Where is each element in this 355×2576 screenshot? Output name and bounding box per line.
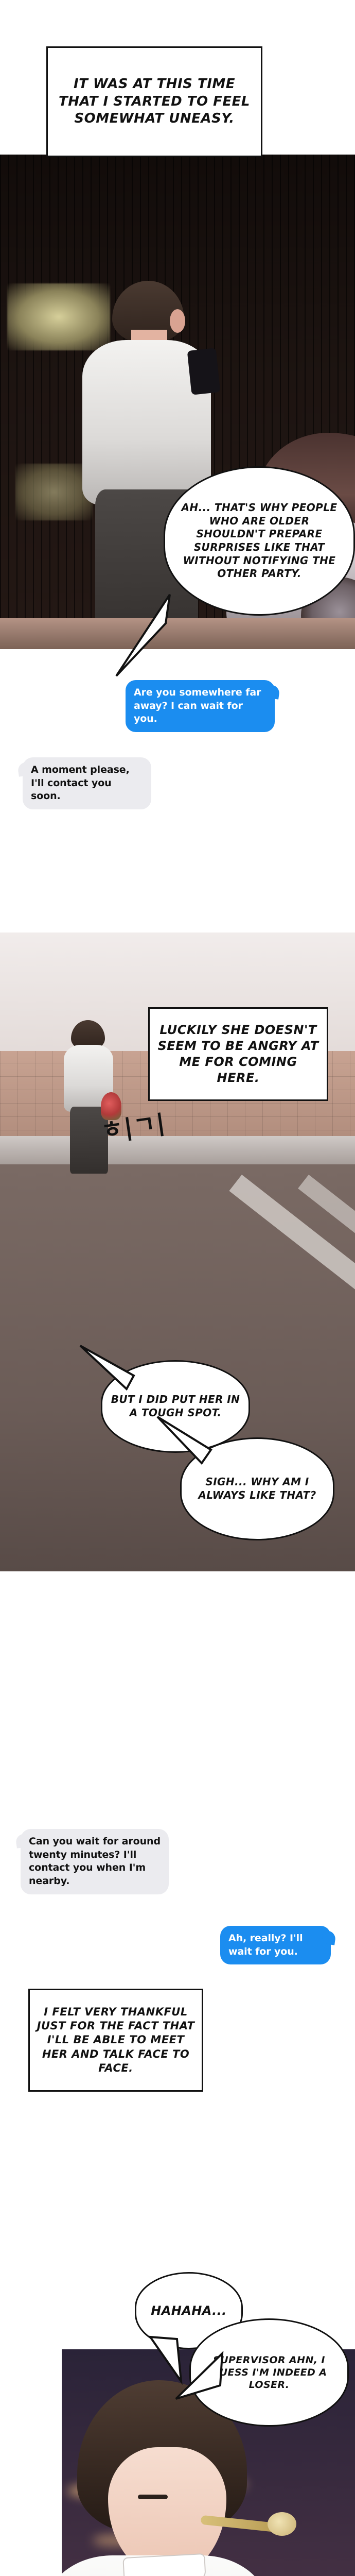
balloon-tail-loser bbox=[175, 2350, 224, 2400]
window-light-glow-lower bbox=[15, 464, 93, 520]
chat-bubble-twenty-minutes[interactable]: Can you wait for around twenty minutes? … bbox=[21, 1829, 169, 1894]
man-eye bbox=[138, 2495, 168, 2499]
man-trousers-small bbox=[70, 1107, 108, 1174]
chat-bubble-far-away[interactable]: Are you somewhere far away? I can wait f… bbox=[126, 680, 275, 732]
phone-in-hand bbox=[187, 348, 221, 395]
man-face bbox=[108, 2447, 226, 2576]
caption-lucky: LUCKILY SHE DOESN'T SEEM TO BE ANGRY AT … bbox=[148, 1007, 328, 1101]
spacer-after-panel-2 bbox=[0, 1571, 355, 1798]
kerb-stone bbox=[0, 1136, 355, 1167]
pavement-strip bbox=[0, 618, 355, 649]
man-ear bbox=[170, 309, 185, 333]
balloon-tail-sigh bbox=[156, 1416, 212, 1465]
caption-uneasy: IT WAS AT THIS TIME THAT I STARTED TO FE… bbox=[46, 46, 262, 157]
bouquet bbox=[101, 1092, 121, 1120]
bouquet-head bbox=[268, 2512, 296, 2536]
balloon-tail-surprises bbox=[115, 594, 171, 677]
balloon-tail-tough-spot bbox=[79, 1345, 135, 1391]
chat-bubble-ah-really[interactable]: Ah, really? I'll wait for you. bbox=[220, 1926, 331, 1965]
window-light-glow bbox=[7, 283, 110, 350]
chat-bubble-moment-please[interactable]: A moment please, I'll contact you soon. bbox=[23, 757, 151, 809]
balloon-tail-hahaha bbox=[148, 2335, 183, 2385]
man-collar bbox=[122, 2553, 207, 2576]
balloon-older-surprises: AH... THAT'S WHY PEOPLE WHO ARE OLDER SH… bbox=[164, 466, 355, 616]
caption-thankful: I FELT VERY THANKFUL JUST FOR THE FACT T… bbox=[28, 1989, 203, 2092]
spacer-after-chat bbox=[0, 2092, 355, 2262]
